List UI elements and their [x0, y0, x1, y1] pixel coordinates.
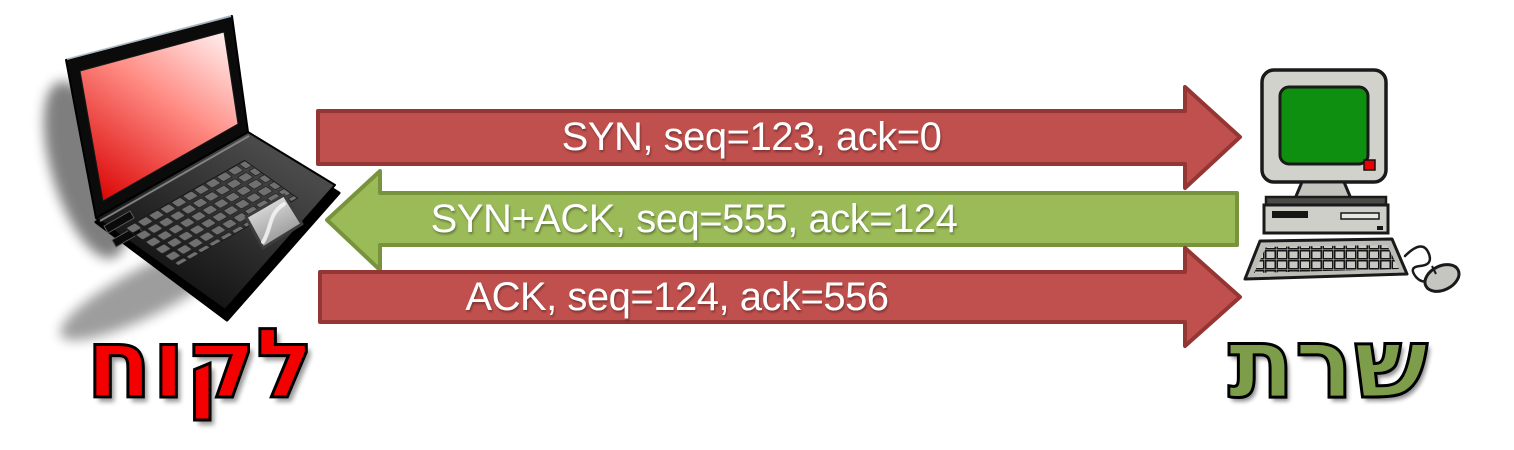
- mouse-cable: [1403, 245, 1437, 283]
- laptop-vent: [103, 210, 135, 234]
- laptop-lid-highlight: [66, 15, 232, 60]
- server-label: שרת: [1226, 307, 1429, 421]
- message-text-ack: ACK, seq=124, ack=556: [465, 275, 889, 319]
- laptop-touchpad: [244, 193, 304, 250]
- message-arrow-synack: [325, 169, 1239, 272]
- laptop-hinge: [99, 135, 250, 222]
- case-vent: [1340, 212, 1380, 220]
- laptop-illustration: [43, 15, 341, 341]
- message-arrows: [316, 85, 1242, 348]
- laptop-keyboard: [124, 159, 299, 267]
- message-arrow-syn: [316, 85, 1242, 190]
- case-floppy-slot: [1272, 211, 1308, 218]
- client-label: לקוח: [85, 308, 316, 420]
- server-keyboard-keys: [1254, 245, 1399, 273]
- laptop-touchpad-highlight: [261, 202, 286, 244]
- monitor-power-led: [1363, 159, 1376, 171]
- mouse-button-divider: [1431, 265, 1437, 275]
- monitor-screen: [1278, 85, 1370, 166]
- message-text-syn: SYN, seq=123, ack=0: [561, 115, 942, 159]
- mouse: [1423, 263, 1461, 293]
- message-arrow-ack: [318, 246, 1242, 348]
- case-button: [1377, 226, 1383, 230]
- message-text-synack: SYN+ACK, seq=555, ack=124: [430, 197, 958, 241]
- laptop-screen: [79, 31, 239, 202]
- server-illustration: [1243, 68, 1461, 293]
